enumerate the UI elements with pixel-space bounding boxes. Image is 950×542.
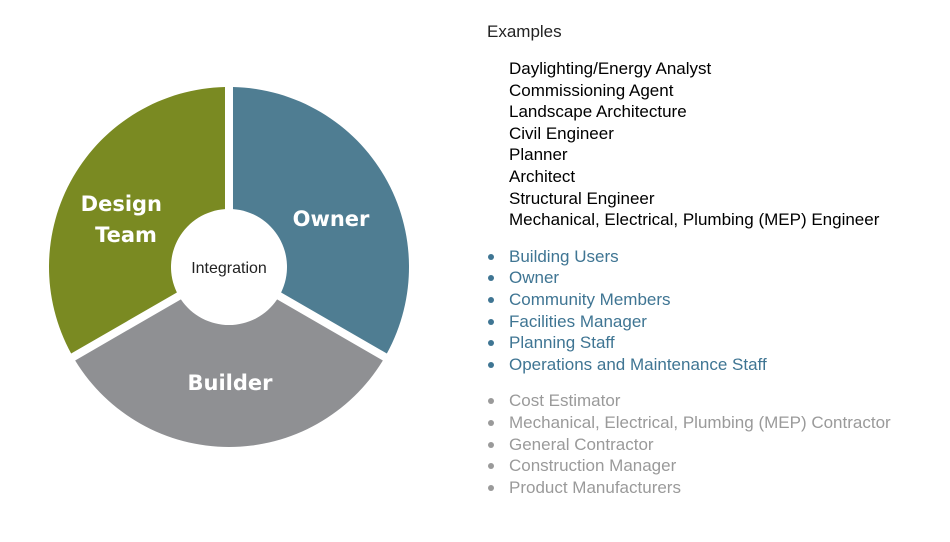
list-item-label: Planning Staff	[509, 333, 615, 353]
list-item-label: Facilities Manager	[509, 311, 647, 331]
examples-heading: Examples	[487, 22, 562, 41]
bullet-icon	[488, 441, 494, 448]
builder-label: Builder	[188, 371, 274, 395]
bullet-icon	[488, 398, 494, 405]
list-item: Architect	[487, 166, 937, 188]
list-item: Planning Staff	[487, 332, 937, 354]
bullet-icon	[488, 340, 494, 347]
list-item: Mechanical, Electrical, Plumbing (MEP) E…	[487, 209, 937, 231]
list-item: Construction Manager	[487, 455, 937, 477]
bullet-icon	[488, 131, 494, 137]
bullet-icon	[488, 88, 494, 94]
design-team-segment	[48, 87, 226, 354]
list-item: Structural Engineer	[487, 188, 937, 210]
list-item: Community Members	[487, 289, 937, 311]
bullet-icon	[488, 296, 494, 303]
bullet-icon	[488, 419, 494, 426]
list-item: Civil Engineer	[487, 123, 937, 145]
list-item-label: Commissioning Agent	[509, 80, 674, 100]
list-item: Planner	[487, 144, 937, 166]
design-team-label-line1: Design	[81, 192, 162, 216]
list-item-label: Architect	[509, 166, 576, 186]
list-item-label: Cost Estimator	[509, 391, 621, 411]
list-item: Building Users	[487, 246, 937, 268]
list-item-label: Landscape Architecture	[509, 102, 687, 122]
list-item-label: Product Manufacturers	[509, 477, 681, 497]
list-item-label: Mechanical, Electrical, Plumbing (MEP) C…	[509, 412, 891, 432]
list-item-label: General Contractor	[509, 434, 654, 454]
bullet-icon	[488, 318, 494, 325]
list-item: Mechanical, Electrical, Plumbing (MEP) C…	[487, 412, 937, 434]
list-item: Operations and Maintenance Staff	[487, 354, 937, 376]
bullet-icon	[488, 275, 494, 282]
design-team-label-line2: Team	[95, 223, 157, 247]
list-item-label: Planner	[509, 145, 568, 165]
bullet-icon	[488, 196, 494, 202]
design-team-label: Design Team	[81, 192, 170, 247]
list-item: Commissioning Agent	[487, 80, 937, 102]
owner-label: Owner	[293, 207, 370, 231]
list-item-label: Construction Manager	[509, 456, 677, 476]
integration-ring-diagram: Design Team Owner Builder Integration	[48, 87, 410, 447]
bullet-icon	[488, 253, 494, 260]
list-item: Landscape Architecture	[487, 101, 937, 123]
list-item-label: Mechanical, Electrical, Plumbing (MEP) E…	[509, 210, 880, 230]
bullet-icon	[488, 217, 494, 223]
list-item: Daylighting/Energy Analyst	[487, 58, 937, 80]
list-item: General Contractor	[487, 434, 937, 456]
list-item-label: Civil Engineer	[509, 123, 614, 143]
bullet-icon	[488, 174, 494, 180]
integration-label: Integration	[191, 260, 267, 277]
owner-segment	[232, 87, 410, 354]
list-item-label: Daylighting/Energy Analyst	[509, 59, 712, 78]
list-item: Cost Estimator	[487, 390, 937, 412]
list-item-label: Operations and Maintenance Staff	[509, 354, 767, 374]
builder-segment	[75, 299, 383, 447]
list-item-label: Structural Engineer	[509, 188, 655, 208]
bullet-icon	[488, 463, 494, 470]
list-item: Owner	[487, 267, 937, 289]
list-item: Facilities Manager	[487, 311, 937, 333]
list-item: Product Manufacturers	[487, 477, 937, 499]
bullet-icon	[488, 484, 494, 491]
bullet-icon	[488, 152, 494, 158]
bullet-icon	[488, 66, 494, 72]
list-item-label: Community Members	[509, 289, 671, 309]
list-item-label: Owner	[509, 268, 560, 288]
list-item-label: Building Users	[509, 246, 619, 266]
bullet-icon	[488, 109, 494, 115]
bullet-icon	[488, 361, 494, 368]
